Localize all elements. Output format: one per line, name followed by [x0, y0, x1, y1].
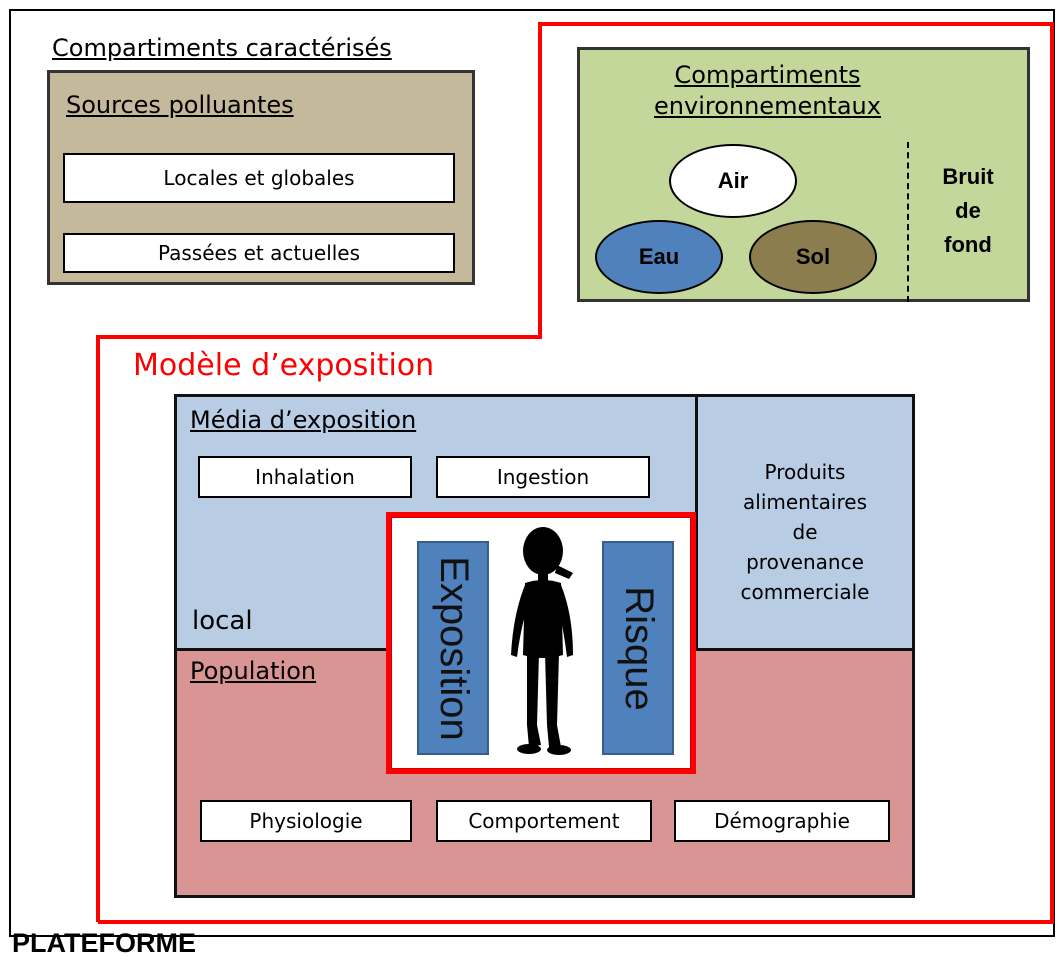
- risk-bar: Risque: [602, 541, 674, 755]
- environment-title-line2: environnementaux: [654, 92, 881, 120]
- environment-title: Compartiments environnementaux: [580, 60, 955, 122]
- sources-panel: Sources polluantes Locales et globales P…: [47, 70, 475, 285]
- platform-label: PLATEFORME: [12, 928, 196, 958]
- soil-oval: Sol: [749, 220, 877, 294]
- source-local-global: Locales et globales: [63, 153, 455, 203]
- air-oval: Air: [669, 144, 797, 218]
- exposure-bar: Exposition: [417, 541, 489, 755]
- factor-demography: Démographie: [674, 800, 890, 842]
- water-oval: Eau: [595, 220, 723, 294]
- route-inhalation: Inhalation: [198, 456, 412, 498]
- commercial-panel: Produits alimentaires de provenance comm…: [695, 394, 915, 650]
- population-title: Population: [190, 657, 317, 685]
- route-ingestion: Ingestion: [436, 456, 650, 498]
- commercial-products-text: Produits alimentaires de provenance comm…: [740, 460, 870, 604]
- environment-divider: [907, 142, 909, 302]
- exposure-bar-label: Exposition: [431, 555, 476, 741]
- environment-panel: Compartiments environnementaux Air Eau S…: [577, 47, 1030, 302]
- exposure-model-title: Modèle d’exposition: [133, 348, 435, 383]
- factor-behaviour: Comportement: [436, 800, 652, 842]
- sources-title: Sources polluantes: [66, 91, 294, 119]
- environment-title-line1: Compartiments: [674, 61, 861, 89]
- source-past-present: Passées et actuelles: [63, 233, 455, 273]
- center-exposure-box: Exposition Risque: [386, 512, 696, 774]
- person-silhouette-icon: [511, 527, 573, 755]
- media-title: Média d’exposition: [190, 406, 417, 434]
- characterized-title: Compartiments caractérisés: [52, 34, 392, 62]
- factor-physiology: Physiologie: [200, 800, 412, 842]
- risk-bar-label: Risque: [616, 585, 661, 711]
- background-noise-label: Bruit de fond: [942, 164, 994, 257]
- local-label: local: [192, 606, 253, 636]
